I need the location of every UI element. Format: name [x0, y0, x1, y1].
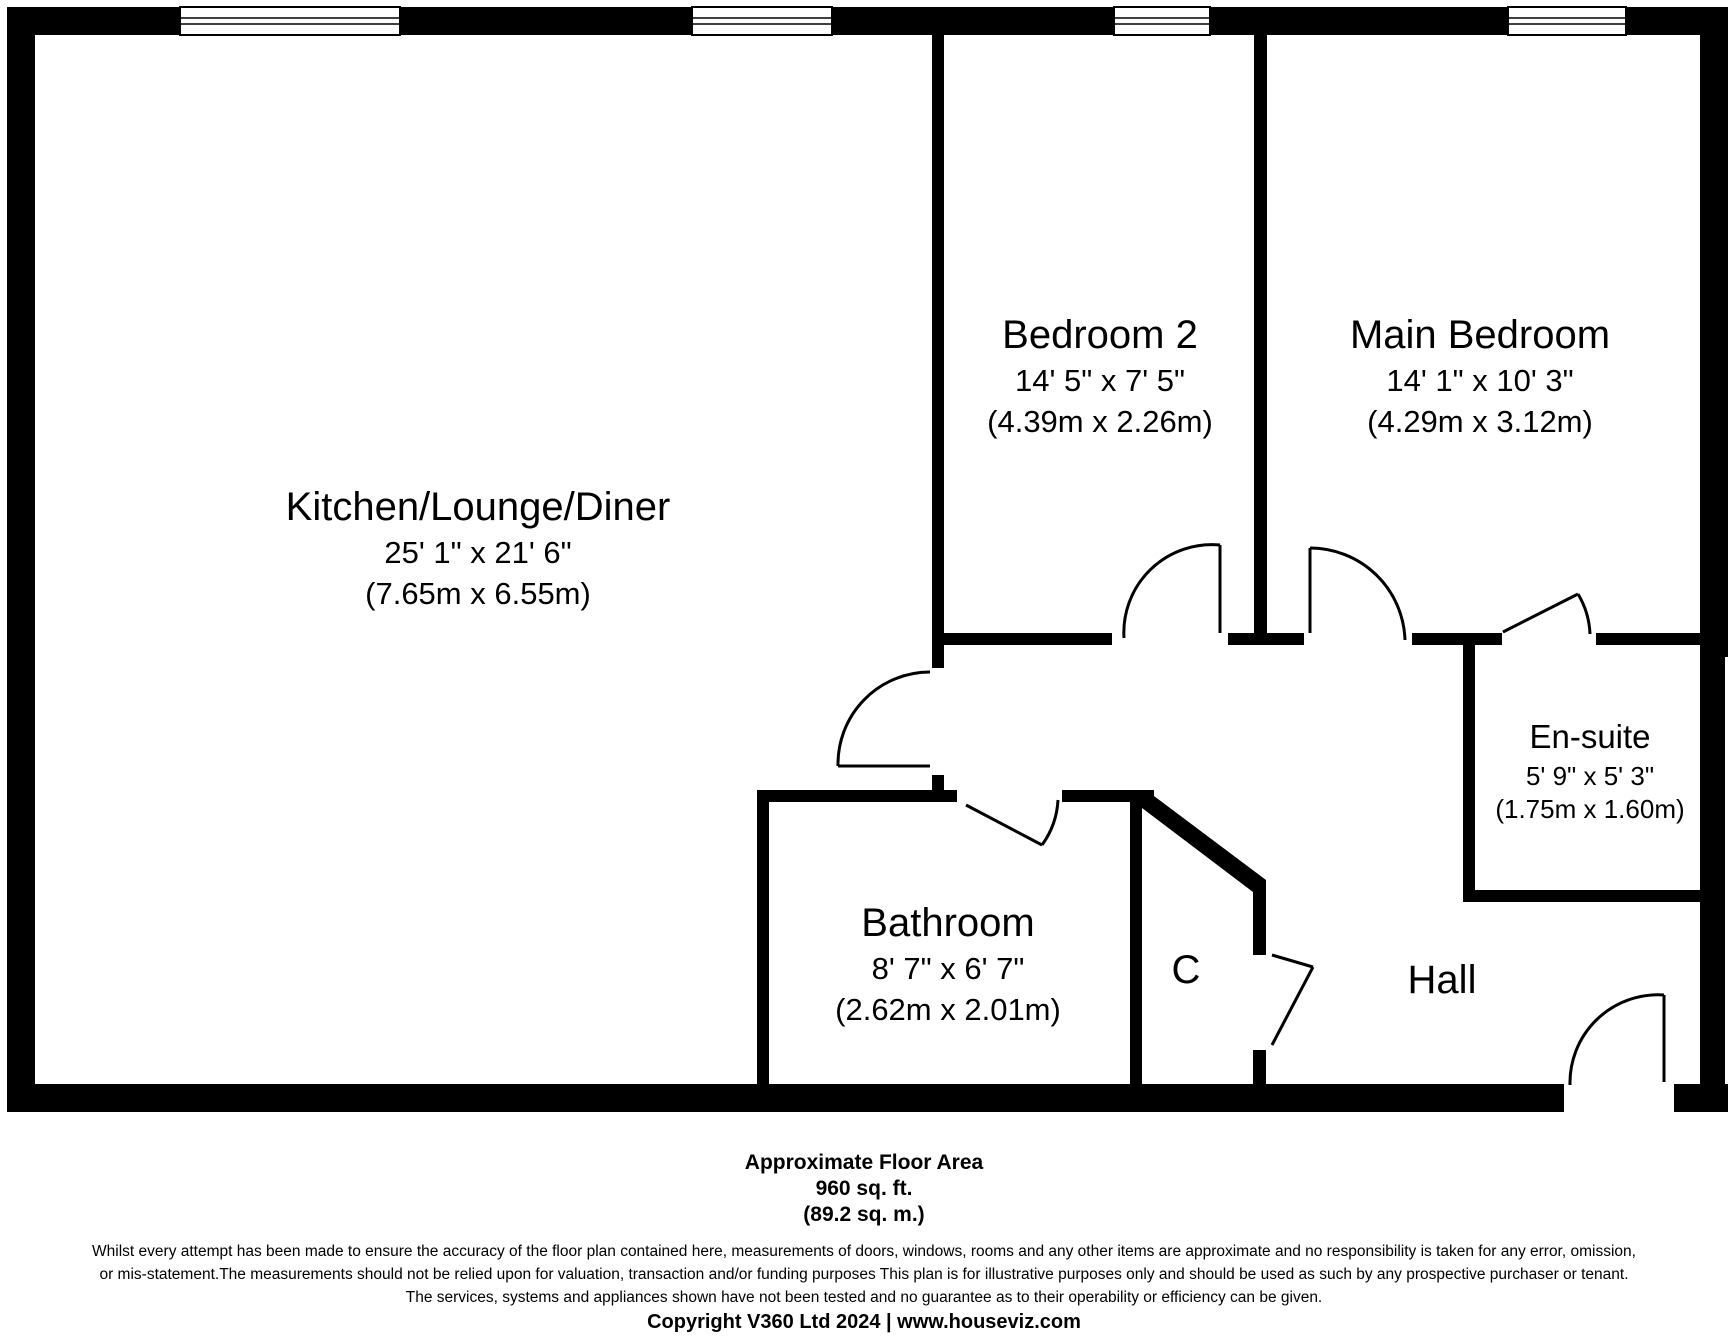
window [1113, 6, 1211, 36]
disclaimer: Whilst every attempt has been made to en… [0, 1240, 1728, 1309]
room-ensuite-label: En-suite 5' 9" x 5' 3" (1.75m x 1.60m) [1495, 718, 1684, 824]
room-hall-label: Hall [1408, 958, 1477, 1002]
room-name: Bathroom [861, 901, 1034, 945]
bedroom-2-door [1122, 543, 1222, 639]
kitchen-door [836, 670, 931, 768]
room-bedroom-2-label: Bedroom 2 14' 5" x 7' 5" (4.39m x 2.26m) [987, 313, 1213, 439]
window [179, 6, 401, 36]
floor-area-title: Approximate Floor Area [744, 1151, 984, 1174]
room-main-bedroom-label: Main Bedroom 14' 1" x 10' 3" (4.29m x 3.… [1350, 313, 1610, 439]
room-name: En-suite [1529, 718, 1650, 755]
room-dimensions-imperial: 14' 1" x 10' 3" [1386, 363, 1573, 398]
windows [179, 6, 1627, 36]
entrance-door [1568, 993, 1666, 1086]
disclaimer-line: or mis-statement.The measurements should… [99, 1266, 1629, 1283]
room-dimensions-metric: (2.62m x 2.01m) [835, 992, 1061, 1027]
floor-area-sqft: 960 sq. ft. [815, 1177, 913, 1200]
room-name: Main Bedroom [1350, 313, 1610, 357]
main-bedroom-door [1308, 546, 1407, 641]
room-cupboard-label: C [1172, 948, 1201, 992]
room-dimensions-imperial: 14' 5" x 7' 5" [1015, 363, 1185, 398]
outer-walls [7, 7, 1728, 1112]
floor-plan: Kitchen/Lounge/Diner 25' 1" x 21' 6" (7.… [7, 6, 1728, 1112]
floor-area-sqm: (89.2 sq. m.) [803, 1203, 925, 1226]
room-dimensions-imperial: 8' 7" x 6' 7" [872, 951, 1025, 986]
bathroom-door [965, 799, 1060, 847]
room-name: Kitchen/Lounge/Diner [286, 485, 671, 529]
room-dimensions-metric: (7.65m x 6.55m) [365, 576, 591, 611]
doors [836, 543, 1666, 1086]
plan-footer: Approximate Floor Area 960 sq. ft. (89.2… [0, 1150, 1728, 1335]
room-dimensions-metric: (1.75m x 1.60m) [1495, 794, 1684, 824]
cupboard-door [1270, 953, 1315, 1046]
room-dimensions-imperial: 5' 9" x 5' 3" [1526, 761, 1654, 791]
disclaimer-line: The services, systems and appliances sho… [405, 1289, 1323, 1306]
room-dimensions-metric: (4.29m x 3.12m) [1367, 404, 1593, 439]
room-name: Bedroom 2 [1002, 313, 1198, 357]
window [1507, 6, 1627, 36]
cupboard-diagonal-wall [1142, 796, 1266, 892]
interior-walls [757, 35, 1700, 1084]
room-kitchen-label: Kitchen/Lounge/Diner 25' 1" x 21' 6" (7.… [286, 485, 671, 611]
copyright: Copyright V360 Ltd 2024 | www.houseviz.c… [647, 1311, 1081, 1333]
room-bathroom-label: Bathroom 8' 7" x 6' 7" (2.62m x 2.01m) [835, 901, 1061, 1027]
window [691, 6, 833, 36]
ensuite-door [1502, 592, 1592, 635]
room-dimensions-imperial: 25' 1" x 21' 6" [384, 535, 571, 570]
room-dimensions-metric: (4.39m x 2.26m) [987, 404, 1213, 439]
disclaimer-line: Whilst every attempt has been made to en… [92, 1243, 1636, 1260]
